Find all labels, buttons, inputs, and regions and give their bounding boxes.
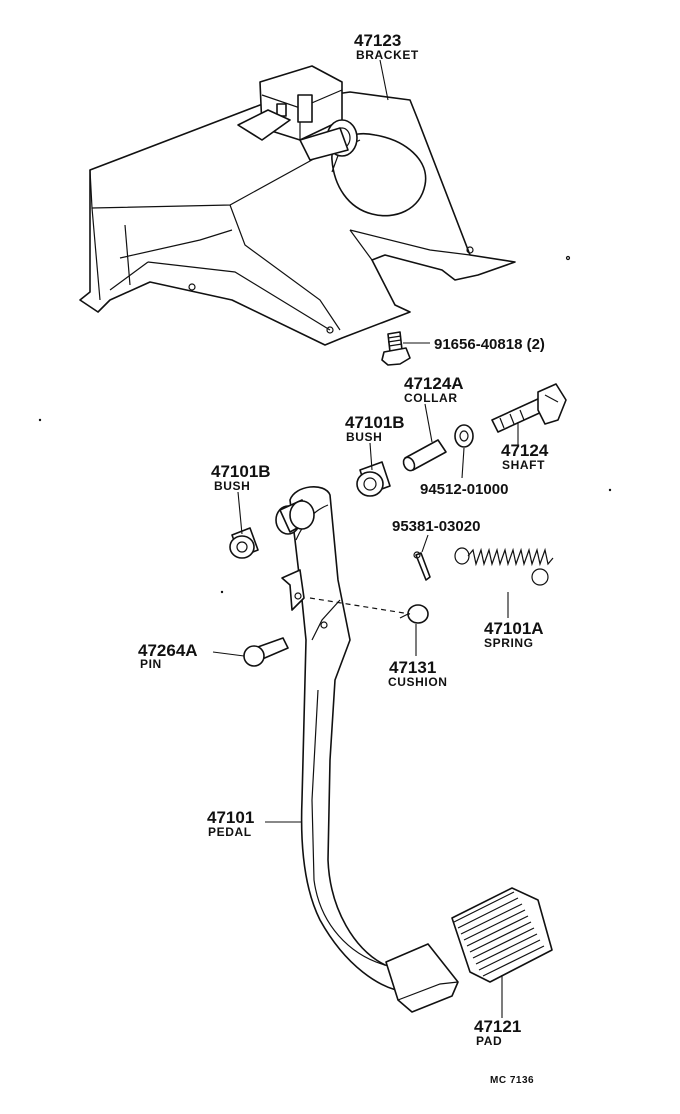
label-cushion-name: CUSHION bbox=[388, 675, 448, 689]
label-shaft-name: SHAFT bbox=[502, 458, 545, 472]
spring-drawing bbox=[454, 547, 554, 586]
label-bracket-number: 47123 bbox=[354, 31, 401, 50]
washer-drawing bbox=[454, 424, 474, 448]
label-bush-left-number: 47101B bbox=[211, 462, 271, 481]
cotter-pin-drawing bbox=[413, 551, 431, 581]
bush-upper-drawing bbox=[356, 461, 391, 497]
label-pin-number: 47264A bbox=[138, 641, 198, 660]
label-collar-name: COLLAR bbox=[404, 391, 458, 405]
cushion-drawing bbox=[399, 604, 429, 624]
label-bolt-number: 91656-40818 (2) bbox=[434, 336, 545, 353]
label-collar-number: 47124A bbox=[404, 374, 464, 393]
label-spring-name: SPRING bbox=[484, 636, 534, 650]
bolt-drawing bbox=[381, 331, 411, 366]
label-bracket-name: BRACKET bbox=[356, 48, 419, 62]
label-bush-left-name: BUSH bbox=[214, 479, 250, 493]
pedal-drawing bbox=[275, 486, 459, 1013]
label-cotter-pin-number: 95381-03020 bbox=[392, 518, 480, 535]
bracket-drawing bbox=[79, 65, 571, 346]
label-pedal-name: PEDAL bbox=[208, 825, 252, 839]
label-bush-upper-number: 47101B bbox=[345, 413, 405, 432]
pin-drawing bbox=[243, 637, 289, 667]
drawing-code: MC 7136 bbox=[490, 1075, 534, 1086]
collar-drawing bbox=[402, 439, 447, 472]
label-spring-number: 47101A bbox=[484, 619, 544, 638]
label-pedal-number: 47101 bbox=[207, 808, 254, 827]
bush-left-drawing bbox=[229, 527, 259, 559]
label-cushion-number: 47131 bbox=[389, 658, 436, 677]
shaft-drawing bbox=[491, 383, 567, 433]
label-pad-number: 47121 bbox=[474, 1017, 521, 1036]
label-bush-upper-name: BUSH bbox=[346, 430, 382, 444]
label-pad-name: PAD bbox=[476, 1034, 502, 1048]
pad-drawing bbox=[451, 887, 553, 983]
label-shaft-number: 47124 bbox=[501, 441, 549, 460]
label-pin-name: PIN bbox=[140, 657, 162, 671]
label-washer-number: 94512-01000 bbox=[420, 481, 508, 498]
